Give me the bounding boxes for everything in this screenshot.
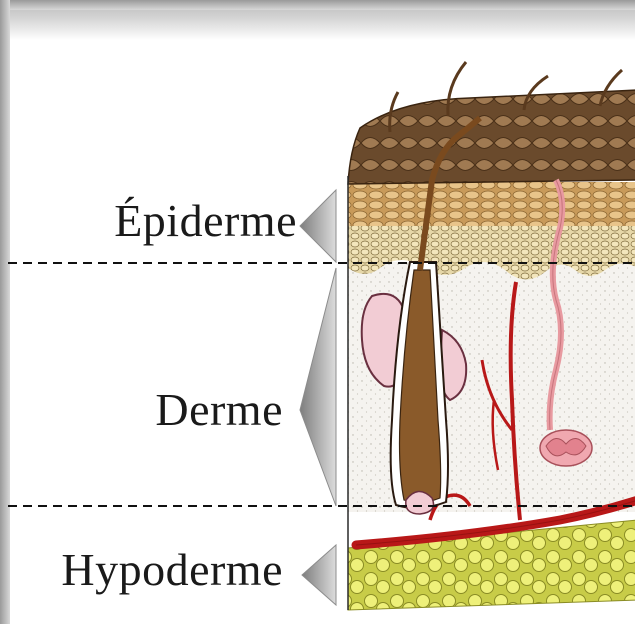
- bracket-derme: [300, 268, 336, 506]
- label-hypoderme: Hypoderme: [61, 547, 283, 593]
- sweat-gland-icon: [540, 430, 592, 466]
- label-epiderme: Épiderme: [114, 198, 297, 244]
- skin-surface: [348, 90, 635, 184]
- bracket-hypoderme: [302, 545, 336, 605]
- epiderme-layer: [348, 182, 635, 228]
- label-derme: Derme: [155, 387, 283, 433]
- bracket-epiderme: [300, 190, 336, 262]
